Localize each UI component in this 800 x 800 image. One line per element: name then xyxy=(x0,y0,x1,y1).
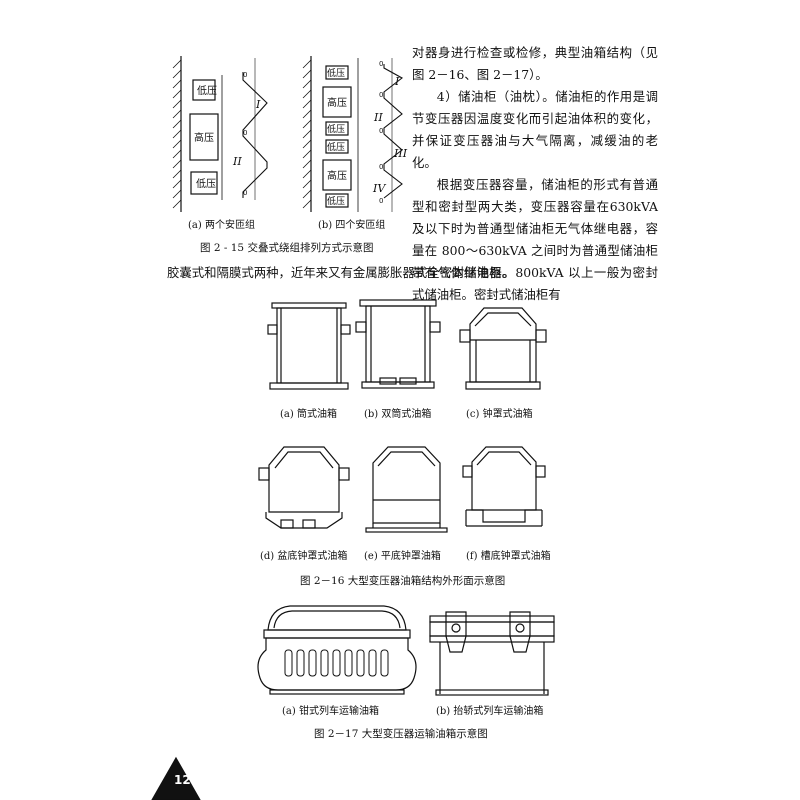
fig-2-16f-caption: (f) 槽底钟罩式油箱 xyxy=(466,551,551,562)
fig-2-15a-roman-1: I xyxy=(255,98,261,111)
fig-2-15b-roman-2: II xyxy=(373,111,383,124)
fig-2-15a-high: 高压 xyxy=(194,131,214,144)
fig-2-15a-zero-2: 0 xyxy=(243,129,247,137)
fig-2-15a-low-bottom: 低压 xyxy=(196,177,216,190)
fig-2-15b-low-4: 低压 xyxy=(327,195,345,207)
fig-2-17-title: 图 2－17 大型变压器运输油箱示意图 xyxy=(314,728,488,740)
page-number: 12 xyxy=(174,773,191,787)
paragraph-3: 根据变压器容量，储油柜的形式有普通型和密封型两大类，变压器容量在630kVA 及… xyxy=(412,177,658,302)
fig-2-16a-drawing xyxy=(267,302,351,390)
fig-2-17b-caption: (b) 抬轿式列车运输油箱 xyxy=(436,706,544,717)
fig-2-15b-roman-1: I xyxy=(394,75,400,88)
fig-2-15b-zero-2: 0 xyxy=(379,91,383,99)
fig-2-15b-zero-3: 0 xyxy=(379,127,383,135)
fig-2-15a-zero-3: 0 xyxy=(243,189,247,197)
fig-2-16d-caption: (d) 盆底钟罩式油箱 xyxy=(260,551,348,562)
fig-2-15b-high-1: 高压 xyxy=(327,96,347,109)
fig-2-15a-zero-1: 0 xyxy=(243,71,247,79)
fig-2-15b-low-1: 低压 xyxy=(327,67,345,79)
fig-2-15b-roman-3: III xyxy=(393,147,408,160)
paragraph-2: 4）储油柜（油枕）。储油柜的作用是调节变压器因温度变化而引起油体积的变化，并保证… xyxy=(412,89,658,170)
page-number-triangle xyxy=(151,756,201,800)
fig-2-16f-drawing xyxy=(462,446,546,527)
fig-2-16c-caption: (c) 钟罩式油箱 xyxy=(466,409,533,420)
fig-2-15b-low-2: 低压 xyxy=(327,123,345,135)
fig-2-17a-caption: (a) 钳式列车运输油箱 xyxy=(282,706,379,717)
fig-2-17a-drawing xyxy=(257,605,417,695)
fig-2-15b-caption: (b) 四个安匝组 xyxy=(318,220,386,231)
fig-2-15b-zero-4: 0 xyxy=(379,163,383,171)
fig-2-15b-zero-1: 0 xyxy=(379,60,383,68)
fig-2-16d-drawing xyxy=(258,446,350,529)
fig-2-15a-diagram xyxy=(172,56,268,212)
fig-2-15a-roman-2: II xyxy=(232,155,242,168)
fig-2-17b-drawing xyxy=(429,611,555,696)
fig-2-15a-caption: (a) 两个安匝组 xyxy=(188,220,255,231)
fig-2-16b-caption: (b) 双筒式油箱 xyxy=(364,409,432,420)
fig-2-15b-diagram xyxy=(302,56,403,212)
paragraph-1: 对器身进行检查或检修，典型油箱结构（见图 2－16、图 2－17）。 xyxy=(412,45,658,82)
fig-2-16e-drawing xyxy=(365,446,448,533)
fig-2-16a-caption: (a) 筒式油箱 xyxy=(280,409,337,420)
fig-2-15b-low-3: 低压 xyxy=(327,141,345,153)
fig-2-16b-drawing xyxy=(355,299,441,389)
fig-2-16e-caption: (e) 平底钟罩油箱 xyxy=(364,551,441,562)
fig-2-15b-high-2: 高压 xyxy=(327,169,347,182)
fig-2-16-title: 图 2－16 大型变压器油箱结构外形面示意图 xyxy=(300,575,506,587)
fig-2-15a-low-top: 低压 xyxy=(197,84,217,97)
fig-2-15b-zero-5: 0 xyxy=(379,197,383,205)
paragraph-4: 胶囊式和隔膜式两种，近年来又有金属膨胀器式全密封储油柜。 xyxy=(167,265,514,280)
fig-2-15-title: 图 2 - 15 交叠式绕组排列方式示意图 xyxy=(200,242,374,254)
fig-2-16c-drawing xyxy=(459,307,547,390)
fig-2-15b-roman-4: IV xyxy=(372,182,386,195)
